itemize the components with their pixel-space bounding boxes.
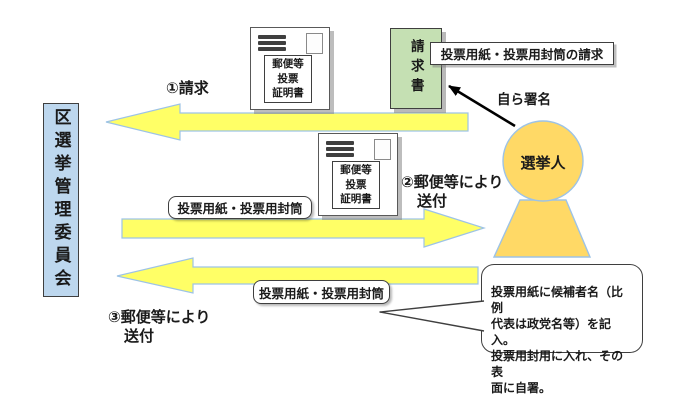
callout-line: 投票用紙に候補者名（比例	[491, 285, 624, 315]
self-sign-label: 自ら署名	[497, 92, 551, 107]
callout-line: 面に自署。	[491, 381, 552, 395]
cert-line: 郵便等	[340, 163, 372, 176]
address-line	[326, 153, 354, 157]
arrow-step1-left-icon	[105, 103, 469, 141]
instruction-callout: 投票用紙に候補者名（比例 代表は政党名等）を記入。 投票用封用に入れ、その表 面…	[481, 264, 643, 395]
step2-line1: ②郵便等により	[401, 174, 504, 191]
cert-line: 投票	[345, 178, 367, 191]
step3-label: ③郵便等により 送付	[108, 309, 210, 347]
cert-line: 証明書	[340, 193, 372, 206]
callout-tail-icon	[379, 300, 485, 332]
address-line	[258, 41, 286, 45]
arrow-step2-right-icon	[121, 208, 486, 248]
step1-label: ①請求	[166, 80, 209, 97]
self-sign-arrow-icon	[448, 84, 516, 128]
stamp-icon	[306, 33, 323, 54]
arrow-step3-left-icon	[116, 257, 479, 294]
address-line	[258, 47, 286, 51]
ballot-envelope-label-mid: 投票用紙・投票用封筒	[168, 196, 312, 219]
step2-line2: 送付	[417, 192, 448, 210]
envelope-certificate-top: 郵便等 投票 証明書	[250, 27, 330, 110]
committee-box: 区選挙管理委員会	[43, 103, 79, 297]
voter-label: 選挙人	[520, 155, 566, 172]
voter-head	[502, 120, 584, 202]
callout-line: 代表は政党名等）を記入。	[491, 317, 612, 347]
request-document-box: 請求書	[390, 28, 442, 109]
request-of-ballot-label: 投票用紙・投票用封筒の請求	[430, 42, 614, 65]
step2-label: ②郵便等により 送付	[401, 174, 503, 212]
postal-vote-certificate-label: 郵便等 投票 証明書	[264, 55, 312, 103]
step3-line2: 送付	[124, 327, 155, 345]
callout-line: 投票用封用に入れ、その表	[491, 349, 624, 379]
ballot-envelope-label-bottom: 投票用紙・投票用封筒	[253, 280, 390, 304]
address-line	[326, 141, 354, 145]
cert-line: 投票	[277, 72, 299, 85]
step3-line1: ③郵便等により	[108, 309, 211, 326]
cert-line: 証明書	[272, 87, 304, 100]
cert-line: 郵便等	[272, 57, 304, 70]
address-line	[258, 35, 286, 39]
address-lines-icon	[258, 35, 286, 53]
postal-vote-certificate-label: 郵便等 投票 証明書	[332, 161, 380, 209]
address-line	[326, 147, 354, 151]
stamp-icon	[374, 139, 391, 160]
envelope-certificate-middle: 郵便等 投票 証明書	[318, 133, 398, 216]
address-lines-icon	[326, 141, 354, 159]
voter-body	[492, 199, 592, 258]
